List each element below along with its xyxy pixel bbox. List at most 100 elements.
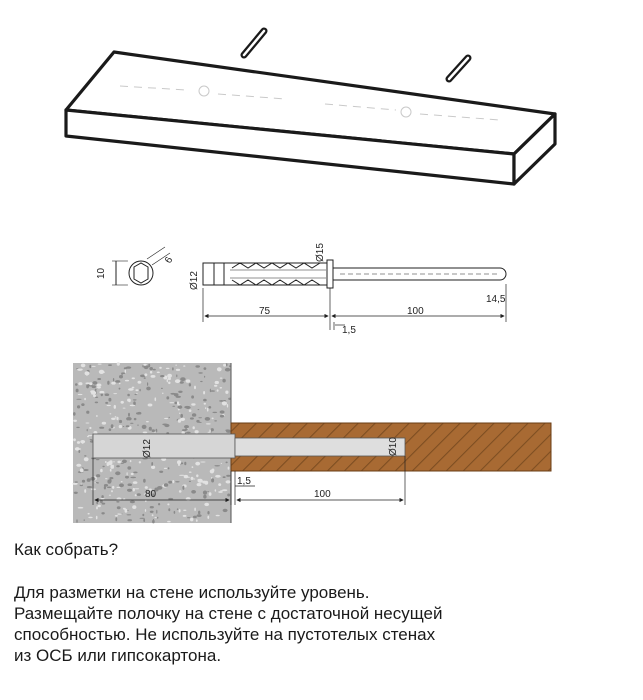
concrete-speckle (92, 381, 98, 385)
concrete-speckle (79, 468, 84, 473)
concrete-speckle (196, 514, 202, 517)
concrete-speckle (122, 407, 126, 409)
concrete-speckle (205, 407, 207, 410)
concrete-speckle (132, 481, 138, 484)
concrete-speckle (211, 417, 214, 420)
concrete-speckle (113, 393, 118, 395)
concrete-speckle (216, 367, 222, 372)
concrete-speckle (141, 424, 147, 429)
concrete-speckle (209, 390, 215, 392)
concrete-speckle (77, 448, 82, 450)
concrete-speckle (184, 405, 190, 409)
concrete-speckle (144, 486, 148, 489)
concrete-speckle (86, 486, 93, 489)
concrete-speckle (129, 500, 135, 504)
concrete-speckle (223, 363, 227, 367)
concrete-speckle (215, 474, 221, 478)
concrete-speckle (102, 465, 105, 468)
concrete-speckle (154, 397, 157, 402)
concrete-speckle (127, 393, 130, 397)
concrete-speckle (184, 461, 187, 466)
concrete-speckle (177, 460, 182, 465)
concrete-speckle (107, 380, 110, 385)
concrete-speckle (84, 397, 86, 401)
instructions-text: Для разметки на стене используйте уровен… (14, 582, 634, 666)
concrete-speckle (188, 471, 192, 473)
threaded-rod (332, 267, 507, 281)
concrete-speckle (167, 373, 173, 378)
concrete-speckle (198, 372, 203, 374)
concrete-speckle (163, 483, 169, 487)
concrete-speckle (148, 426, 152, 431)
concrete-speckle (214, 465, 220, 467)
concrete-speckle (166, 378, 168, 383)
concrete-speckle (220, 462, 223, 464)
concrete-speckle (93, 394, 96, 398)
concrete-speckle (226, 404, 229, 408)
concrete-speckle (209, 469, 215, 474)
concrete-speckle (196, 419, 200, 423)
concrete-speckle (191, 466, 194, 468)
concrete-speckle (203, 494, 207, 499)
concrete-speckle (89, 364, 92, 369)
concrete-speckle (119, 483, 124, 488)
concrete-speckle (203, 402, 206, 405)
concrete-speckle (118, 419, 123, 424)
concrete-speckle (196, 483, 202, 487)
concrete-speckle (143, 518, 146, 523)
concrete-speckle (148, 488, 152, 491)
concrete-speckle (168, 381, 171, 385)
concrete-speckle (152, 368, 156, 371)
concrete-speckle (116, 362, 120, 366)
concrete-speckle (178, 490, 182, 493)
concrete-speckle (80, 440, 86, 444)
concrete-speckle (184, 425, 189, 429)
concrete-speckle (196, 474, 199, 478)
concrete-speckle (117, 513, 122, 515)
concrete-speckle (175, 364, 177, 367)
instructions-line: из ОСБ или гипсокартона. (14, 646, 222, 665)
concrete-speckle (89, 439, 93, 440)
concrete-speckle (218, 491, 223, 493)
concrete-speckle (143, 377, 146, 379)
concrete-speckle (120, 400, 124, 404)
concrete-speckle (90, 488, 97, 491)
concrete-speckle (87, 435, 93, 437)
concrete-speckle (219, 387, 223, 389)
concrete-speckle (206, 407, 209, 412)
concrete-speckle (127, 488, 133, 492)
dim-collar-diameter: Ø15 (315, 243, 326, 262)
concrete-speckle (219, 414, 225, 418)
concrete-speckle (81, 442, 84, 444)
concrete-speckle (128, 388, 134, 391)
concrete-speckle (192, 426, 195, 430)
concrete-speckle (151, 429, 155, 433)
concrete-speckle (214, 420, 218, 422)
concrete-speckle (228, 397, 232, 400)
concrete-speckle (183, 365, 186, 367)
concrete-speckle (191, 395, 195, 399)
concrete-speckle (126, 514, 132, 516)
concrete-speckle (116, 465, 120, 468)
concrete-speckle (125, 475, 129, 479)
concrete-speckle (100, 499, 103, 504)
concrete-speckle (121, 372, 126, 375)
concrete-speckle (128, 412, 130, 417)
concrete-speckle (136, 393, 138, 395)
concrete-speckle (229, 365, 231, 368)
concrete-speckle (74, 447, 80, 451)
concrete-speckle (96, 474, 101, 478)
concrete-speckle (104, 461, 107, 463)
concrete-speckle (111, 381, 116, 385)
concrete-speckle (101, 502, 106, 505)
concrete-speckle (115, 471, 121, 476)
concrete-speckle (108, 494, 111, 496)
concrete-speckle (76, 398, 82, 400)
dim-wall-hole: Ø12 (142, 439, 153, 458)
concrete-speckle (101, 495, 104, 499)
dim-section-rod: 100 (314, 489, 331, 500)
concrete-speckle (101, 421, 107, 425)
concrete-speckle (142, 365, 144, 368)
concrete-speckle (225, 461, 228, 464)
concrete-speckle (108, 364, 112, 366)
